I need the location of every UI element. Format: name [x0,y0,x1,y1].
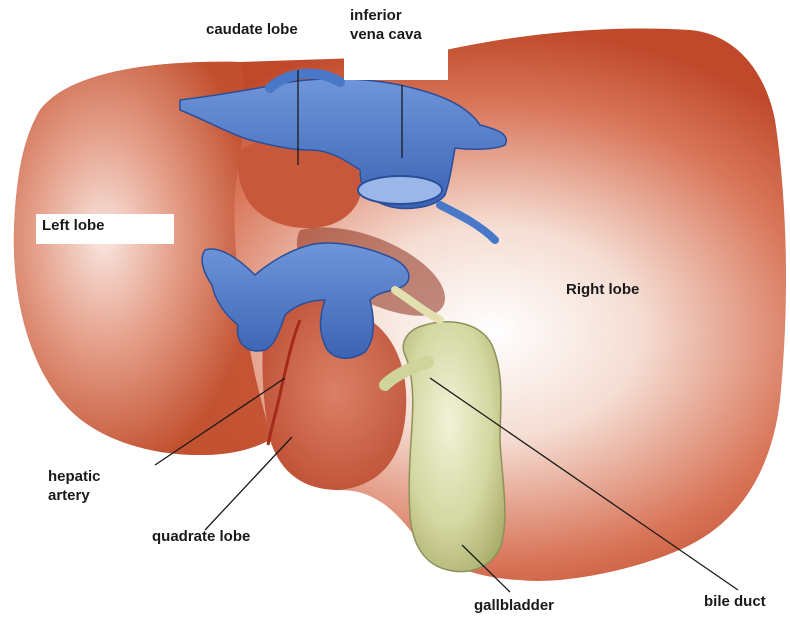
label-ivc-line1: inferior [350,6,442,25]
label-left-lobe: Left lobe [36,214,174,244]
label-inferior-vena-cava: inferior vena cava [344,4,448,80]
label-quadrate-lobe: quadrate lobe [152,527,250,546]
label-hepatic-line1: hepatic [48,467,101,486]
label-bile-duct: bile duct [704,592,766,611]
label-hepatic-line2: artery [48,486,101,505]
ivc-opening [358,176,442,204]
label-gallbladder: gallbladder [474,596,554,615]
label-hepatic-artery: hepatic artery [48,467,101,505]
label-right-lobe: Right lobe [566,280,639,299]
label-caudate-lobe: caudate lobe [200,18,304,41]
label-ivc-line2: vena cava [350,25,442,44]
